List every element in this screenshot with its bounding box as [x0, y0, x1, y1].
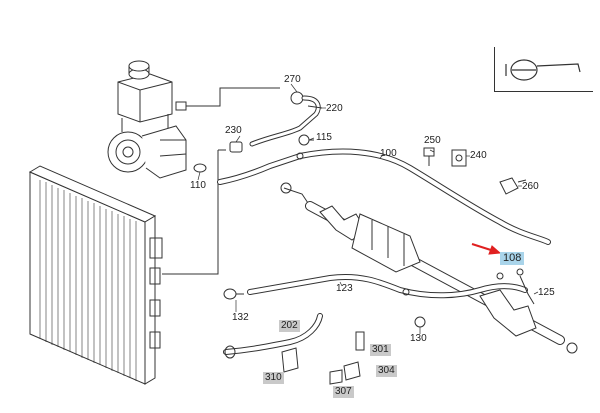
label-130[interactable]: 130	[410, 333, 427, 344]
bracket-240-drawing	[451, 149, 467, 167]
line-100-drawing	[217, 148, 551, 245]
hose-220-drawing	[249, 91, 323, 147]
inset-frame	[494, 47, 593, 92]
hose-202-drawing	[223, 313, 323, 359]
radiator-drawing	[28, 165, 163, 385]
sensor-260-drawing	[499, 177, 527, 195]
bolt-250-drawing	[423, 147, 435, 166]
key-symbol-icon	[505, 59, 581, 81]
label-123[interactable]: 123	[336, 283, 353, 294]
label-240[interactable]: 240	[470, 150, 487, 161]
label-270[interactable]: 270	[284, 74, 301, 85]
pump-drawing	[107, 60, 187, 179]
label-250[interactable]: 250	[424, 135, 441, 146]
label-304[interactable]: 304	[376, 365, 397, 377]
label-125[interactable]: 125	[538, 287, 555, 298]
label-307[interactable]: 307	[333, 386, 354, 398]
label-100[interactable]: 100	[380, 148, 397, 159]
label-260[interactable]: 260	[522, 181, 539, 192]
label-108[interactable]: 108	[500, 252, 525, 265]
label-220[interactable]: 220	[326, 103, 343, 114]
label-202[interactable]: 202	[279, 320, 300, 332]
label-310[interactable]: 310	[263, 372, 284, 384]
red-arrow-icon	[471, 243, 502, 255]
label-301[interactable]: 301	[370, 344, 391, 356]
steering-rack-drawing	[280, 182, 578, 354]
label-110[interactable]: 110	[190, 180, 206, 191]
label-230[interactable]: 230	[225, 125, 242, 136]
label-132[interactable]: 132	[232, 312, 249, 323]
line-123-drawing	[247, 273, 528, 299]
label-115[interactable]: 115	[316, 132, 332, 143]
